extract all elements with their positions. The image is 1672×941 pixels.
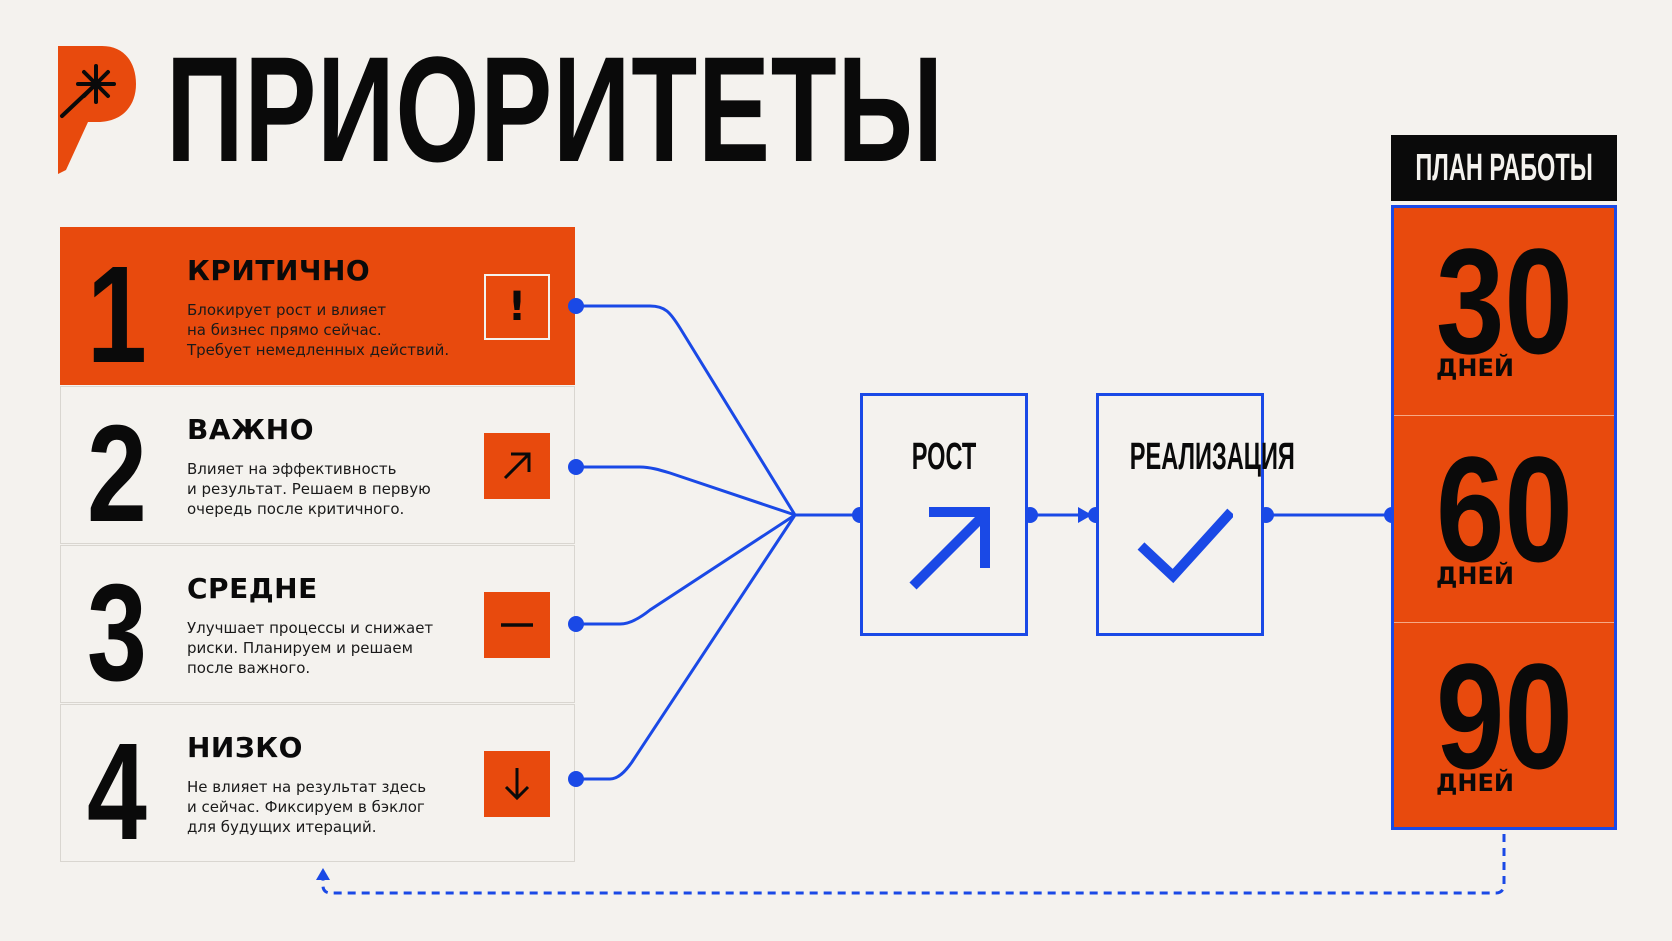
- connector-low: [576, 514, 797, 781]
- exclamation-icon: !: [484, 274, 550, 340]
- plan-period-value: 60: [1436, 425, 1573, 593]
- priority-title: СРЕДНЕ: [187, 572, 318, 605]
- plan-periods: 30 ДНЕЙ 60 ДНЕЙ 90 ДНЕЙ: [1391, 205, 1617, 830]
- priority-number: 1: [87, 238, 147, 392]
- priority-description: Улучшает процессы и снижает риски. Плани…: [187, 619, 434, 677]
- priority-description: Не влияет на результат здесь и сейчас. Ф…: [187, 778, 427, 836]
- step-label: РОСТ: [911, 436, 977, 478]
- spark-p-logo-icon: [58, 46, 136, 174]
- plan-period-30: 30 ДНЕЙ: [1394, 208, 1614, 415]
- arrow-down-icon: [484, 751, 550, 817]
- step-growth: РОСТ: [860, 393, 1028, 636]
- priority-row-medium: 3 СРЕДНЕ Улучшает процессы и снижает рис…: [60, 545, 575, 703]
- checkmark-icon: [1137, 508, 1233, 584]
- plan-period-unit: ДНЕЙ: [1436, 562, 1514, 590]
- priority-number: 3: [87, 556, 147, 710]
- priority-number: 4: [87, 715, 147, 869]
- priority-row-important: 2 ВАЖНО Влияет на эффективность и резуль…: [60, 386, 575, 544]
- priority-row-low: 4 НИЗКО Не влияет на результат здесь и с…: [60, 704, 575, 862]
- priority-number: 2: [87, 397, 147, 551]
- priority-title: НИЗКО: [187, 731, 303, 764]
- plan-period-value: 90: [1436, 632, 1573, 800]
- priority-list: 1 КРИТИЧНО Блокирует рост и влияет на би…: [60, 227, 577, 867]
- priority-row-critical: 1 КРИТИЧНО Блокирует рост и влияет на би…: [60, 227, 575, 385]
- plan-period-90: 90 ДНЕЙ: [1394, 622, 1614, 830]
- arrow-up-right-icon: [484, 433, 550, 499]
- plan-period-value: 30: [1436, 217, 1573, 385]
- priority-description: Блокирует рост и влияет на бизнес прямо …: [187, 301, 450, 359]
- arrowhead-to-realization: [1078, 507, 1092, 523]
- plan-period-unit: ДНЕЙ: [1436, 769, 1514, 797]
- growth-arrow-icon: [909, 507, 990, 590]
- plan-header: ПЛАН РАБОТЫ: [1391, 135, 1617, 201]
- priority-description: Влияет на эффективность и результат. Реш…: [187, 460, 431, 518]
- priority-title: ВАЖНО: [187, 413, 315, 446]
- plan-period-60: 60 ДНЕЙ: [1394, 415, 1614, 623]
- connector-important: [576, 465, 796, 517]
- connector-medium: [576, 513, 796, 626]
- page-title: ПРИОРИТЕТЫ: [166, 25, 944, 193]
- feedback-arrowhead: [316, 868, 330, 880]
- priority-title: КРИТИЧНО: [187, 254, 371, 287]
- step-label: РЕАЛИЗАЦИЯ: [1129, 436, 1295, 478]
- connector-critical: [576, 304, 797, 516]
- plan-period-unit: ДНЕЙ: [1436, 354, 1514, 382]
- step-realization: РЕАЛИЗАЦИЯ: [1096, 393, 1295, 636]
- minus-icon: [484, 592, 550, 658]
